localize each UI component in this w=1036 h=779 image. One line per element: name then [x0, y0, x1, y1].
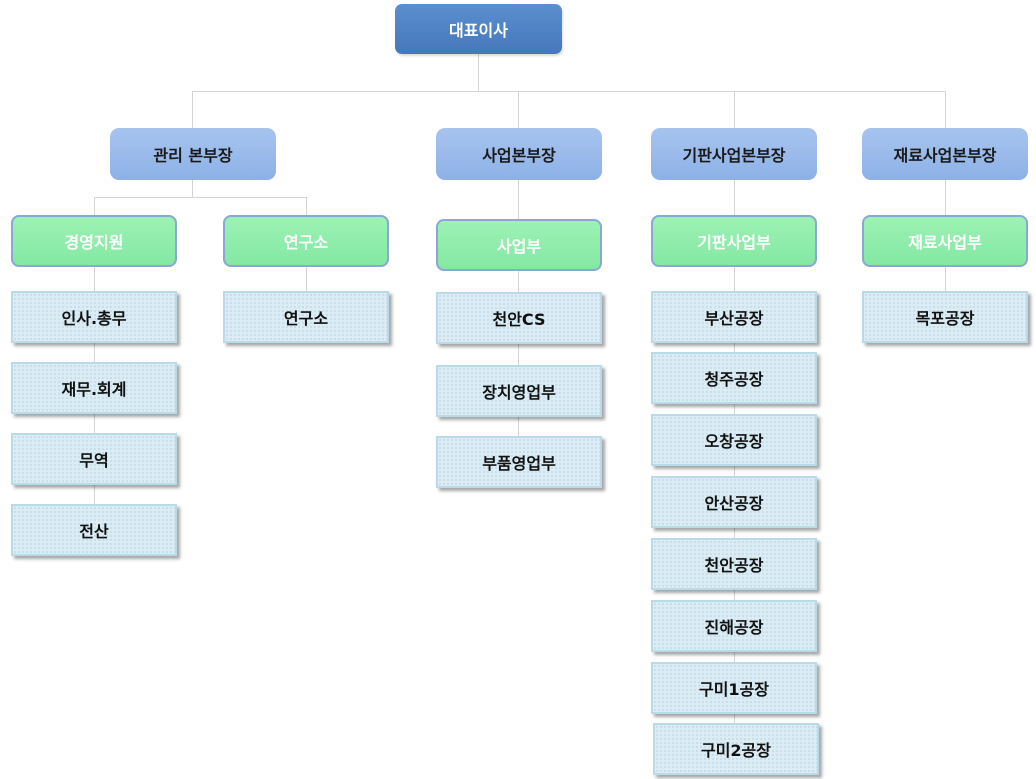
team-label: 청주공장: [704, 370, 764, 389]
team-node: 장치영업부: [436, 365, 602, 417]
team-label: 부산공장: [704, 309, 764, 328]
division-management-label: 관리 본부장: [153, 146, 233, 165]
team-label: 오창공장: [704, 432, 764, 451]
team-label: 목포공장: [915, 309, 975, 328]
division-business-node: 사업본부장: [436, 128, 602, 180]
department-label: 재료사업부: [908, 233, 982, 252]
team-label: 재무.회계: [61, 380, 127, 399]
team-node: 무역: [11, 433, 177, 485]
team-node: 천안CS: [436, 292, 602, 344]
division-materials-node: 재료사업본부장: [862, 128, 1028, 180]
team-label: 진해공장: [704, 618, 764, 637]
team-node: 구미1공장: [651, 662, 817, 714]
team-label: 천안공장: [704, 556, 764, 575]
team-label: 장치영업부: [482, 383, 556, 402]
team-node: 연구소: [223, 291, 389, 343]
team-node: 안산공장: [651, 476, 817, 528]
team-label: 구미1공장: [698, 680, 769, 699]
team-label: 연구소: [283, 309, 329, 328]
team-label: 구미2공장: [700, 741, 771, 760]
ceo-node: 대표이사: [395, 4, 562, 54]
team-node: 목포공장: [862, 291, 1028, 343]
division-business-label: 사업본부장: [482, 146, 556, 165]
department-label: 경영지원: [64, 233, 124, 252]
team-label: 천안CS: [492, 310, 546, 329]
team-node: 전산: [11, 504, 177, 556]
department-label: 연구소: [283, 233, 329, 252]
team-node: 오창공장: [651, 414, 817, 466]
team-label: 전산: [79, 522, 109, 541]
team-node: 구미2공장: [653, 723, 819, 775]
department-management-support-node: 경영지원: [11, 215, 177, 267]
team-label: 안산공장: [704, 494, 764, 513]
department-materials-node: 재료사업부: [862, 215, 1028, 267]
team-node: 천안공장: [651, 538, 817, 590]
team-node: 재무.회계: [11, 362, 177, 414]
department-business-node: 사업부: [436, 219, 602, 271]
team-label: 무역: [79, 451, 109, 470]
ceo-label: 대표이사: [449, 21, 508, 40]
division-substrate-node: 기판사업본부장: [651, 128, 817, 180]
department-substrate-node: 기판사업부: [651, 215, 817, 267]
division-materials-label: 재료사업본부장: [893, 146, 997, 165]
department-research-node: 연구소: [223, 215, 389, 267]
division-substrate-label: 기판사업본부장: [682, 146, 786, 165]
team-node: 청주공장: [651, 352, 817, 404]
team-node: 인사.총무: [11, 291, 177, 343]
team-node: 부산공장: [651, 291, 817, 343]
team-node: 진해공장: [651, 600, 817, 652]
team-label: 부품영업부: [482, 454, 556, 473]
team-node: 부품영업부: [436, 436, 602, 488]
department-label: 사업부: [496, 237, 542, 256]
team-label: 인사.총무: [61, 309, 127, 328]
division-management-node: 관리 본부장: [110, 128, 276, 180]
department-label: 기판사업부: [697, 233, 771, 252]
